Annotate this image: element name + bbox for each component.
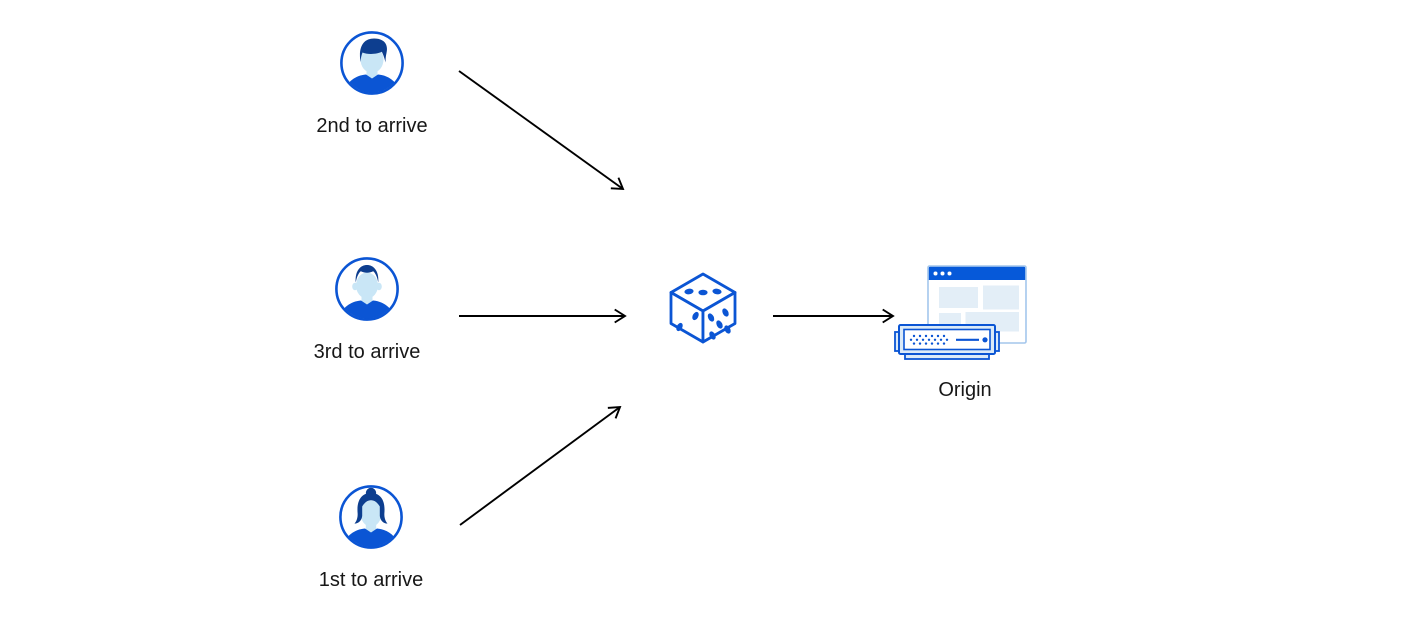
edge-first-to-dice — [459, 405, 622, 526]
dice-icon — [669, 272, 737, 344]
window-dots — [933, 271, 952, 276]
client-node-second: 2nd to arrive — [287, 31, 457, 138]
user-avatar-icon-female — [339, 485, 403, 549]
user-avatar-icon-male-1 — [340, 31, 404, 95]
dice-pips-top — [684, 288, 722, 296]
browser-window — [927, 265, 1027, 344]
client-node-first: 1st to arrive — [286, 485, 456, 592]
client-node-third: 3rd to arrive — [282, 257, 452, 364]
user-avatar-icon-male-2 — [335, 257, 399, 321]
dice-pips-left — [676, 311, 699, 332]
dice-pips-right — [707, 308, 731, 340]
server-box — [894, 324, 1000, 360]
origin-label: Origin — [938, 379, 992, 401]
server-led-dot — [982, 337, 988, 343]
origin-server-icon — [894, 265, 1027, 360]
client-label-second: 2nd to arrive — [316, 115, 428, 137]
server-vent-dots — [909, 334, 949, 345]
random-selector-node — [668, 271, 738, 350]
client-label-third: 3rd to arrive — [313, 341, 421, 363]
edge-second-to-dice — [458, 70, 625, 191]
client-label-first: 1st to arrive — [318, 569, 424, 591]
